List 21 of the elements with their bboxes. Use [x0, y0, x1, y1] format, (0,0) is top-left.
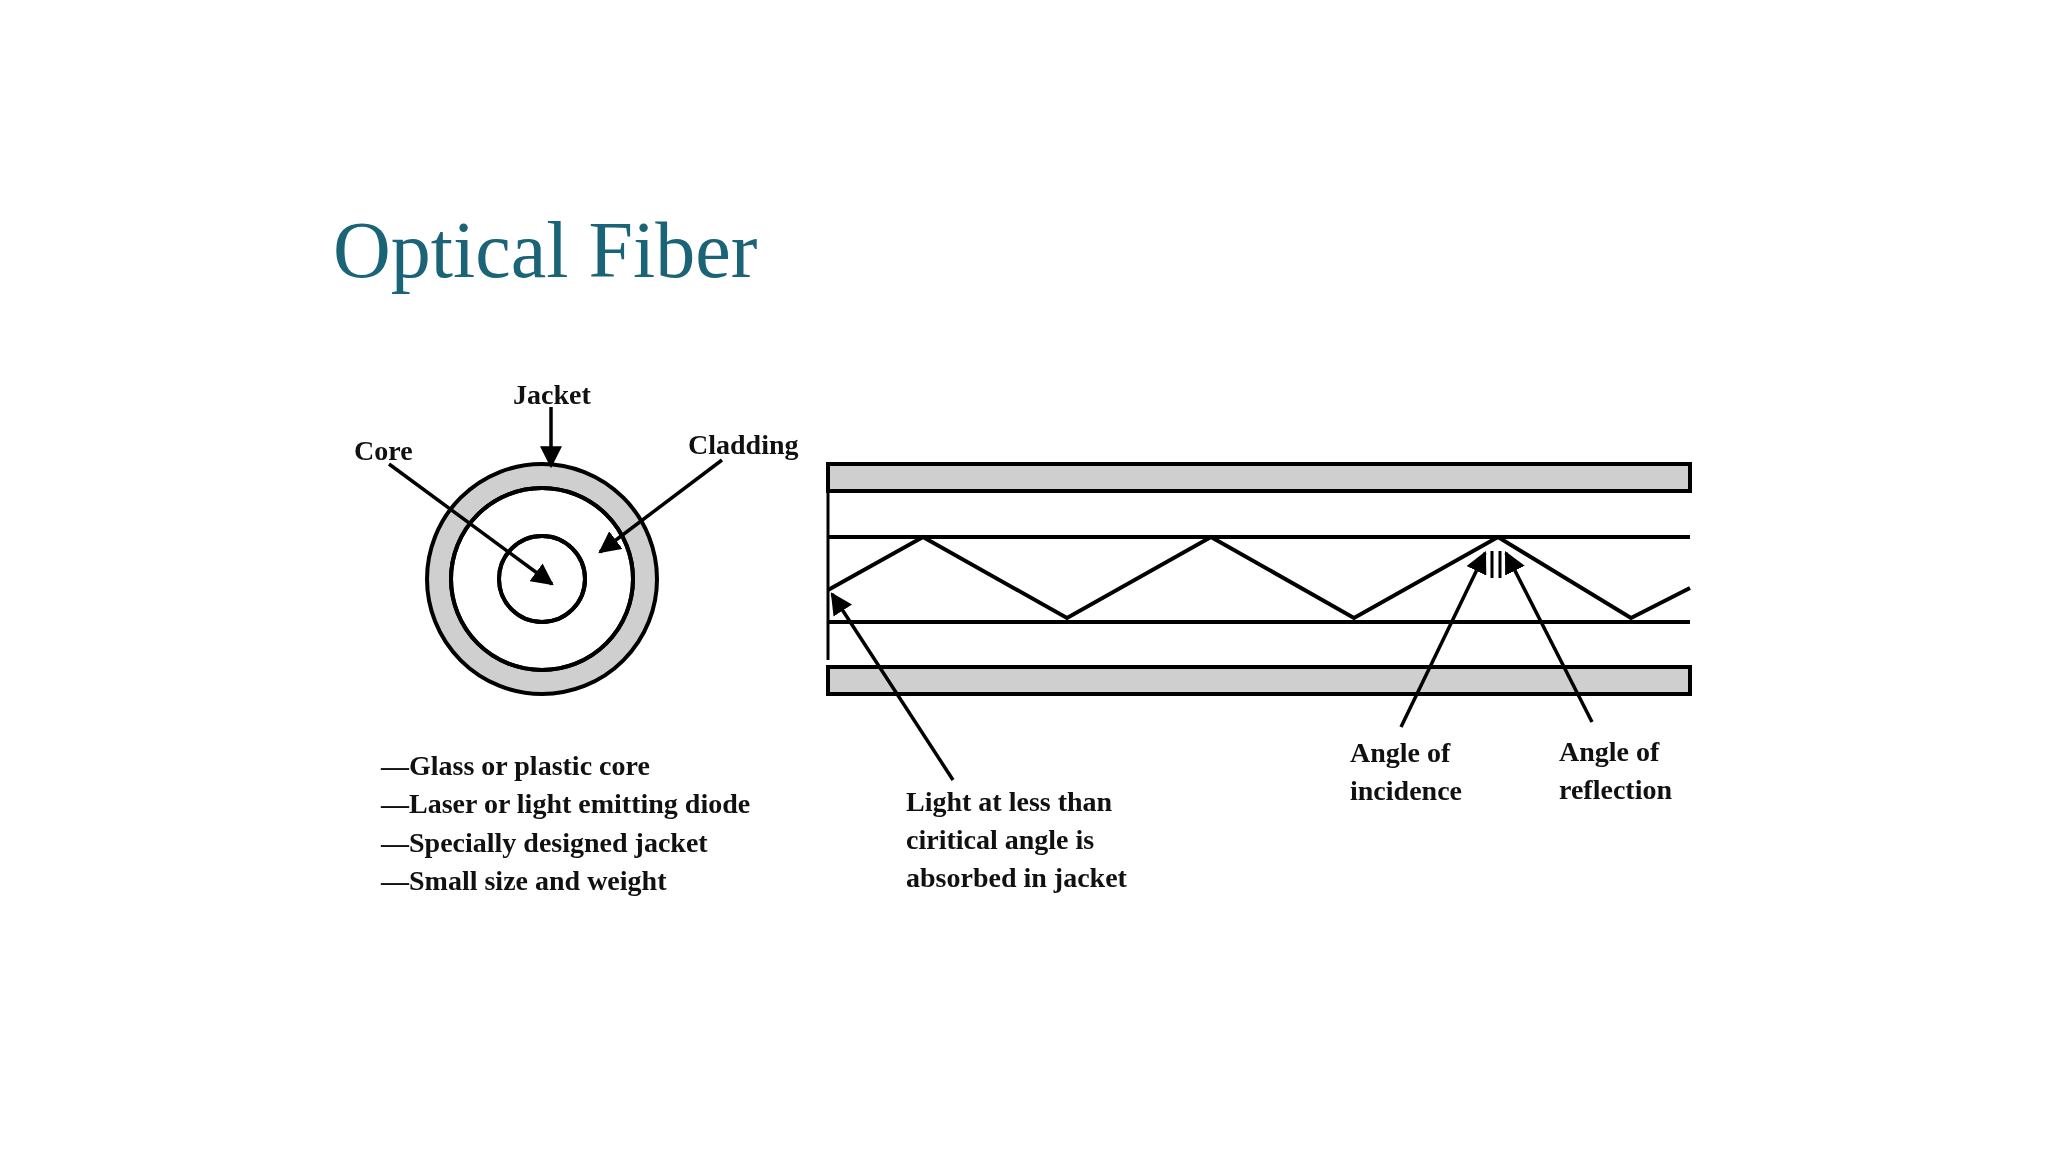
part-label: Jacket: [513, 376, 591, 414]
leader-line: [598, 458, 724, 554]
title: Optical Fiber: [333, 205, 758, 295]
bullet-text: —Specially designed jacket: [381, 826, 708, 860]
leader-line: [540, 407, 562, 469]
bullet-text: —Laser or light emitting diode: [381, 787, 751, 821]
part-label: Cladding: [688, 426, 799, 464]
core-circle: [497, 534, 587, 624]
leader-line: [830, 592, 955, 781]
leader-line: [1504, 551, 1594, 723]
light-ray: [827, 534, 1691, 621]
callout-text: Angle of reflection: [1559, 733, 1709, 809]
leader-line: [1399, 551, 1487, 728]
part-label: Core: [354, 432, 413, 470]
bullet-text: —Small size and weight: [381, 864, 667, 898]
cladding-ring: [449, 486, 635, 672]
leader-line: [387, 462, 554, 586]
callout-text: Light at less than ciritical angle is absorbed in jacket: [906, 783, 1166, 897]
callout-text: Angle of incidence: [1350, 734, 1490, 810]
bullet-text: —Glass or plastic core: [381, 749, 650, 783]
jacket-ring: [425, 462, 659, 696]
